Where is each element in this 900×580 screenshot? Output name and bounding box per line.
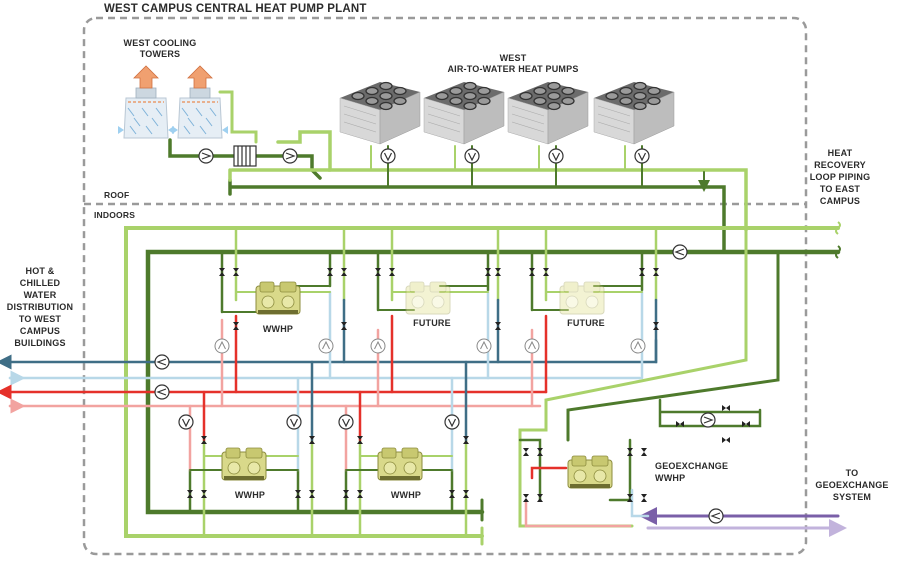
- svg-text:WWHP: WWHP: [391, 490, 421, 500]
- lower-wwhp-1: WWHP: [221, 447, 267, 500]
- plate-heat-exchanger-icon: [233, 145, 257, 167]
- geoexchange-wwhp-label: GEOEXCHANGE WWHP: [655, 461, 728, 483]
- geoexchange-system-label: TO GEOEXCHANGE SYSTEM: [815, 468, 888, 502]
- upper-future-1: FUTURE: [405, 281, 451, 328]
- svg-text:CAMPUS: CAMPUS: [820, 196, 860, 206]
- svg-text:DISTRIBUTION: DISTRIBUTION: [7, 302, 73, 312]
- svg-text:WEST: WEST: [500, 53, 527, 63]
- riser-pumps: [178, 338, 646, 430]
- svg-text:GEOEXCHANGE: GEOEXCHANGE: [655, 461, 728, 471]
- svg-text:LOOP PIPING: LOOP PIPING: [810, 172, 871, 182]
- svg-text:TO: TO: [846, 468, 859, 478]
- distribution-label: HOT & CHILLED WATER DISTRIBUTION TO WEST…: [7, 266, 73, 348]
- svg-text:TO EAST: TO EAST: [820, 184, 861, 194]
- svg-text:GEOEXCHANGE: GEOEXCHANGE: [815, 480, 888, 490]
- air-to-water-heat-pump-3: [507, 81, 589, 145]
- air-to-water-pump-3: [548, 148, 564, 164]
- air-to-water-pump-1: [380, 148, 396, 164]
- heat-exchanger-pump: [282, 148, 298, 164]
- air-to-water-pump-4: [634, 148, 650, 164]
- svg-text:FUTURE: FUTURE: [567, 318, 605, 328]
- svg-text:HOT &: HOT &: [26, 266, 55, 276]
- svg-text:TO WEST: TO WEST: [19, 314, 62, 324]
- svg-text:RECOVERY: RECOVERY: [814, 160, 866, 170]
- cooling-tower-1: [117, 65, 175, 139]
- svg-text:WWHP: WWHP: [655, 473, 685, 483]
- zone-indoors: INDOORS: [94, 210, 135, 220]
- distribution-pump-hot: [154, 384, 170, 400]
- zone-roof: ROOF: [104, 190, 129, 200]
- air-to-water-pump-2: [464, 148, 480, 164]
- svg-text:AIR-TO-WATER HEAT PUMPS: AIR-TO-WATER HEAT PUMPS: [447, 64, 578, 74]
- cooling-towers-label: WEST COOLING TOWERS: [124, 38, 197, 59]
- svg-text:FUTURE: FUTURE: [413, 318, 451, 328]
- plant-title: WEST CAMPUS CENTRAL HEAT PUMP PLANT: [104, 3, 367, 15]
- distribution-pump-chilled: [154, 354, 170, 370]
- heat-recovery-loop-pump: [672, 244, 688, 260]
- geoexchange-loop-pump: [700, 412, 716, 428]
- svg-text:BUILDINGS: BUILDINGS: [14, 338, 65, 348]
- svg-text:HEAT: HEAT: [828, 148, 853, 158]
- upper-wwhp-1: WWHP: [255, 281, 301, 334]
- svg-text:WEST COOLING: WEST COOLING: [124, 38, 197, 48]
- plant-boundary: [82, 16, 808, 556]
- geoexchange-wwhp-unit: [567, 455, 613, 489]
- svg-text:TOWERS: TOWERS: [140, 49, 181, 59]
- svg-text:WWHP: WWHP: [235, 490, 265, 500]
- svg-text:WATER: WATER: [24, 290, 57, 300]
- cooling-tower-2: [171, 65, 229, 139]
- geoexchange-pump: [708, 508, 724, 524]
- air-to-water-heat-pump-1: [339, 81, 421, 145]
- air-to-water-label: WEST AIR-TO-WATER HEAT PUMPS: [447, 53, 578, 74]
- svg-text:CHILLED: CHILLED: [20, 278, 61, 288]
- heat-recovery-pipe-ends: [835, 221, 841, 259]
- svg-text:SYSTEM: SYSTEM: [833, 492, 871, 502]
- lower-wwhp-2: WWHP: [377, 447, 423, 500]
- upper-future-2: FUTURE: [559, 281, 605, 328]
- cooling-tower-pump: [198, 148, 214, 164]
- air-to-water-heat-pump-2: [423, 81, 505, 145]
- svg-text:CAMPUS: CAMPUS: [20, 326, 60, 336]
- heat-recovery-label: HEAT RECOVERY LOOP PIPING TO EAST CAMPUS: [810, 148, 871, 206]
- svg-text:WWHP: WWHP: [263, 324, 293, 334]
- air-to-water-heat-pump-4: [593, 81, 675, 145]
